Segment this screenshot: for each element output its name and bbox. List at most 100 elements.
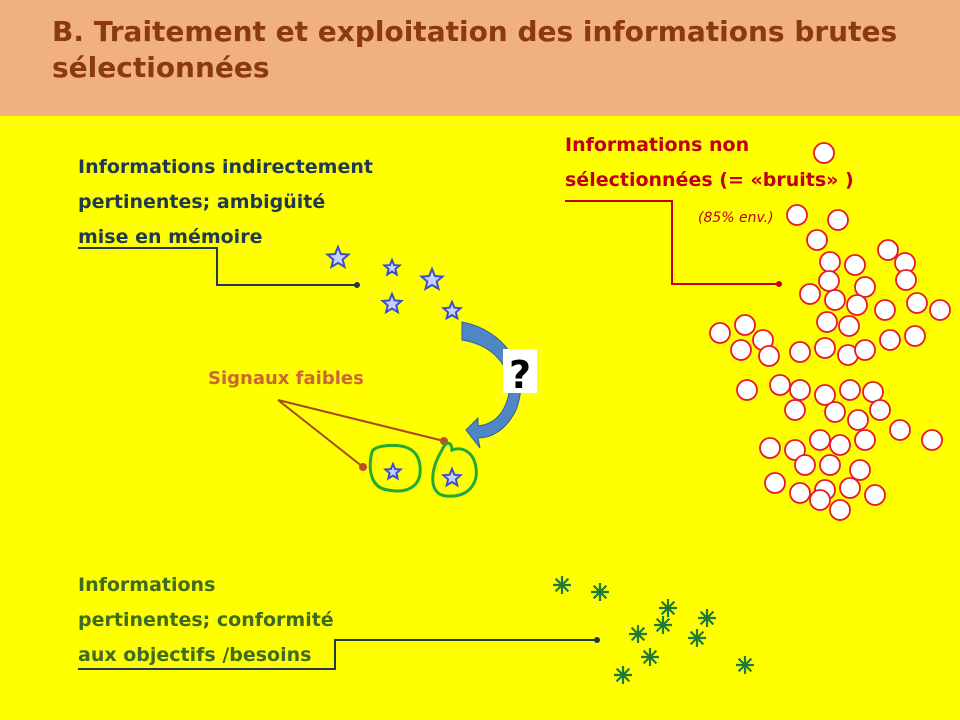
red-circle-icon (769, 374, 791, 396)
red-circle-icon (789, 379, 811, 401)
red-circle-icon (844, 254, 866, 276)
blue-star-icon (440, 299, 464, 321)
red-circle-icon (784, 439, 806, 461)
red-circle-icon (864, 484, 886, 506)
red-circle-icon (839, 379, 861, 401)
green-asterisk-icon (591, 583, 609, 601)
red-circle-icon (789, 341, 811, 363)
blue-star-icon (382, 461, 404, 481)
red-circle-icon (838, 315, 860, 337)
red-circle-icon (784, 399, 806, 421)
red-circle-icon (758, 345, 780, 367)
red-circle-icon (904, 325, 926, 347)
green-asterisk-icon (629, 625, 647, 643)
red-circle-icon (824, 401, 846, 423)
red-circle-icon (895, 269, 917, 291)
weak-signal-line-2 (277, 399, 445, 442)
blue-star-icon (418, 266, 446, 292)
red-circle-icon (877, 239, 899, 261)
red-circle-icon (819, 251, 841, 273)
blue-star-icon (440, 466, 464, 488)
red-circle-icon (734, 314, 756, 336)
red-circle-icon (824, 289, 846, 311)
indirect-connector-end (354, 282, 360, 288)
red-circle-icon (874, 299, 896, 321)
green-asterisk-icon (614, 666, 632, 684)
red-circle-icon (814, 384, 836, 406)
red-circle-icon (829, 434, 851, 456)
blue-star-icon (380, 291, 404, 315)
red-circle-icon (786, 204, 808, 226)
red-circle-icon (921, 429, 943, 451)
red-circle-icon (818, 270, 840, 292)
green-asterisk-icon (553, 576, 571, 594)
green-asterisk-icon (654, 616, 672, 634)
weak-signal-outline-2 (431, 441, 478, 498)
indirect-info-line-1: Informations indirectement (78, 156, 373, 178)
red-circle-icon (879, 329, 901, 351)
relevant-info-line-3: aux objectifs /besoins (78, 644, 312, 666)
noise-connector-end (776, 281, 782, 287)
green-asterisk-icon (688, 629, 706, 647)
relevant-info-line-1: Informations (78, 574, 216, 596)
blue-star-icon (381, 257, 403, 277)
red-circle-icon (862, 381, 884, 403)
relevant-info-line-2: pertinentes; conformité (78, 609, 334, 631)
red-circle-icon (854, 429, 876, 451)
noise-circles-group (709, 142, 951, 521)
red-circle-icon (829, 499, 851, 521)
indirect-info-line-3: mise en mémoire (78, 226, 263, 248)
red-circle-icon (789, 482, 811, 504)
noise-share-label: (85% env.) (698, 210, 774, 226)
green-asterisk-icon (641, 648, 659, 666)
noise-connector (565, 200, 778, 285)
red-circle-icon (869, 399, 891, 421)
red-circle-icon (809, 489, 831, 511)
relevant-info-label: Informations pertinentes; conformité aux… (78, 568, 334, 673)
red-circle-icon (764, 472, 786, 494)
red-circle-icon (730, 339, 752, 361)
indirect-info-line-2: pertinentes; ambigüité (78, 191, 326, 213)
noise-info-label: Informations non sélectionnées (= «bruit… (565, 128, 854, 198)
red-circle-icon (846, 294, 868, 316)
red-circle-icon (849, 459, 871, 481)
red-circle-icon (819, 454, 841, 476)
green-asterisk-icon (659, 599, 677, 617)
relevant-connector-end (594, 637, 600, 643)
red-circle-icon (847, 409, 869, 431)
red-circle-icon (889, 419, 911, 441)
red-circle-icon (929, 299, 951, 321)
noise-info-line-1: Informations non (565, 134, 750, 156)
question-box (503, 349, 537, 393)
red-circle-icon (906, 292, 928, 314)
red-circle-icon (709, 322, 731, 344)
red-circle-icon (759, 437, 781, 459)
red-circle-icon (854, 339, 876, 361)
red-circle-icon (814, 337, 836, 359)
red-circle-icon (794, 454, 816, 476)
red-circle-icon (816, 311, 838, 333)
indirect-connector (78, 247, 356, 286)
slide-title: B. Traitement et exploitation des inform… (52, 15, 898, 84)
red-circle-icon (809, 429, 831, 451)
title-banner: B. Traitement et exploitation des inform… (0, 0, 960, 116)
red-circle-icon (854, 276, 876, 298)
question-mark: ? (509, 353, 531, 397)
red-circle-icon (839, 477, 861, 499)
weak-signals-label: Signaux faibles (208, 368, 364, 389)
blue-stars-group (324, 244, 464, 488)
indirect-info-label: Informations indirectement pertinentes; … (78, 150, 373, 255)
blue-star-icon (324, 244, 352, 270)
green-asterisks-group (553, 576, 754, 684)
red-circle-icon (806, 229, 828, 251)
green-asterisk-icon (698, 609, 716, 627)
red-circle-icon (736, 379, 758, 401)
weak-signal-outline-1 (368, 443, 422, 493)
weak-signal-line-1 (277, 399, 364, 468)
relevant-connector (78, 639, 596, 670)
green-asterisk-icon (736, 656, 754, 674)
noise-info-line-2: sélectionnées (= «bruits» ) (565, 169, 854, 191)
red-circle-icon (799, 283, 821, 305)
weak-signal-dot-1 (359, 463, 367, 471)
